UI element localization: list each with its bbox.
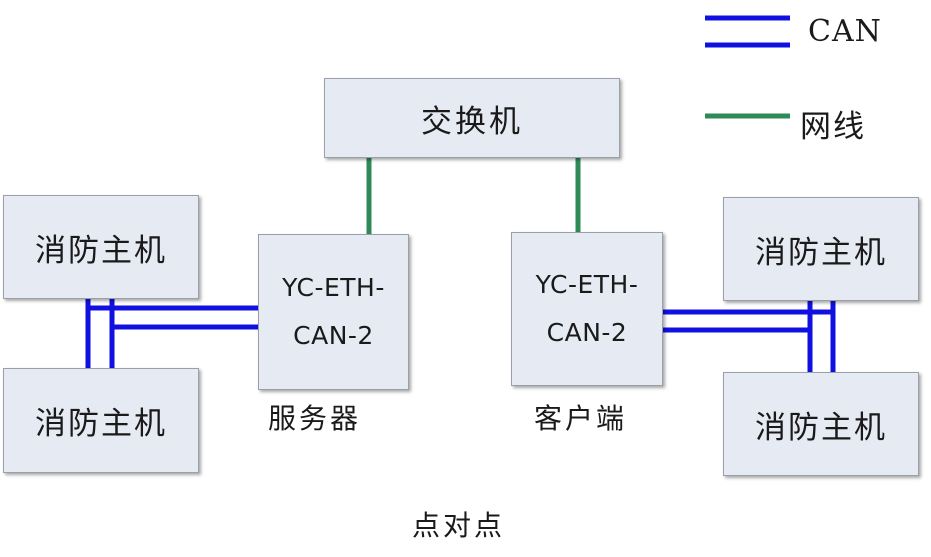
client-caption: 客户端 [534,402,628,435]
fire-host-right-bottom: 消防主机 [723,372,919,476]
fire-host-left-bottom: 消防主机 [3,368,199,473]
legend-can-label: CAN [808,14,882,49]
server-device: YC-ETH- CAN-2 [258,234,409,390]
client-device: YC-ETH- CAN-2 [511,232,663,386]
server-model-line1: YC-ETH- [282,273,385,302]
client-model-line2: CAN-2 [546,318,628,347]
legend-network-label: 网线 [800,109,866,145]
server-caption: 服务器 [268,402,362,435]
diagram-caption: 点对点 [412,509,506,542]
switch-node: 交换机 [324,78,620,158]
client-model-line1: YC-ETH- [535,270,639,299]
fire-host-right-top: 消防主机 [723,197,919,301]
server-model-line2: CAN-2 [293,321,374,350]
fire-host-left-top: 消防主机 [3,195,199,299]
